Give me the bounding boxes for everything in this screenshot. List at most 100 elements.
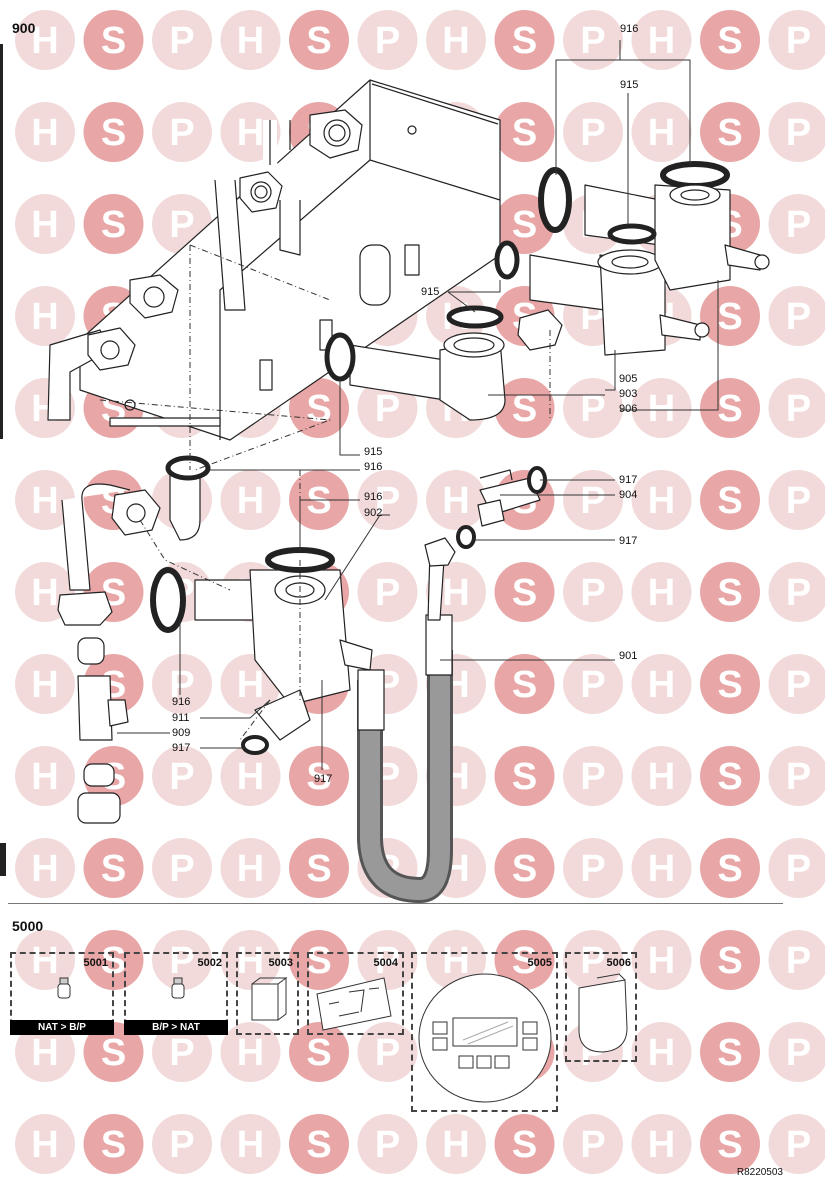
leader-lines	[117, 40, 719, 770]
watermark-circle	[631, 102, 692, 162]
watermark-circle	[357, 562, 418, 622]
callout-903: 903	[619, 388, 638, 400]
watermark-letter: H	[31, 572, 58, 614]
gas-conversion-jet-icon	[171, 977, 185, 999]
watermark-letter: S	[717, 1124, 742, 1166]
watermark-letter: H	[237, 480, 264, 522]
section-title-900: 900	[12, 20, 36, 36]
watermark-letter: H	[237, 20, 264, 62]
watermark-circle	[631, 470, 692, 530]
watermark-letter: P	[580, 1124, 605, 1166]
watermark-letter: H	[442, 572, 469, 614]
watermark-circle	[631, 930, 692, 990]
watermark-circle	[768, 286, 825, 346]
watermark-circle	[220, 746, 281, 806]
watermark-circle	[220, 10, 281, 70]
watermark-circle	[289, 746, 349, 806]
accessory-number: 5005	[527, 957, 552, 969]
watermark-letter: S	[512, 664, 537, 706]
watermark-letter: H	[237, 848, 264, 890]
watermark-circle	[83, 838, 144, 898]
watermark-letter: P	[786, 20, 811, 62]
watermark-circle	[152, 654, 212, 714]
watermark-circle	[152, 10, 212, 70]
watermark-letter: P	[169, 940, 194, 982]
accessory-5003: 5003	[236, 952, 299, 1035]
watermark-letter: P	[786, 388, 811, 430]
watermark-circle	[494, 930, 555, 990]
watermark-letter: P	[786, 756, 811, 798]
watermark-circle	[768, 194, 825, 254]
watermark-letter: S	[512, 1124, 537, 1166]
callout-905: 905	[619, 373, 638, 385]
section-title-5000: 5000	[12, 918, 44, 934]
callout-917: 917	[172, 742, 191, 754]
watermark-circle	[220, 1114, 281, 1174]
watermark-circle	[152, 1114, 212, 1174]
watermark-letter: S	[101, 1032, 126, 1074]
conversion-tag: NAT > B/P	[10, 1020, 114, 1035]
watermark-letter: S	[512, 572, 537, 614]
watermark-circle	[700, 102, 760, 162]
watermark-letter: P	[580, 756, 605, 798]
watermark-circle	[15, 10, 75, 70]
watermark-circle	[563, 470, 623, 530]
watermark-letter: H	[31, 1032, 58, 1074]
watermark-letter: S	[306, 940, 331, 982]
watermark-circle	[563, 378, 623, 438]
watermark-circle	[768, 1022, 825, 1082]
cover-panel-icon	[578, 973, 628, 1053]
watermark-circle	[700, 838, 760, 898]
watermark-circle	[563, 654, 623, 714]
flexible-hose	[357, 537, 456, 903]
accessory-5002: 5002 B/P > NAT	[124, 952, 228, 1035]
watermark-circle	[289, 838, 349, 898]
watermark-circle	[563, 1114, 623, 1174]
watermark-letter: S	[717, 848, 742, 890]
watermark-circle	[631, 1114, 692, 1174]
gas-conversion-jet-icon	[57, 977, 71, 999]
watermark-circle	[494, 102, 555, 162]
watermark-circle	[15, 930, 75, 990]
watermark-letter: H	[648, 112, 675, 154]
watermark-letter: H	[31, 940, 58, 982]
watermark-circle	[357, 1022, 418, 1082]
watermark-letter: P	[580, 664, 605, 706]
accessory-5006: 5006	[565, 952, 637, 1062]
watermark-circle	[152, 930, 212, 990]
watermark-circle	[83, 102, 144, 162]
watermark-circle	[83, 1022, 144, 1082]
watermark-letter: H	[237, 1124, 264, 1166]
watermark-circle	[15, 194, 75, 254]
accessory-5005: 5005	[411, 952, 558, 1112]
watermark-circle	[152, 1022, 212, 1082]
callout-917: 917	[619, 474, 638, 486]
watermark-circle	[426, 10, 486, 70]
watermark-letter: H	[31, 848, 58, 890]
watermark-letter: H	[648, 756, 675, 798]
watermark-letter: P	[786, 1032, 811, 1074]
watermark-circle	[700, 654, 760, 714]
watermark-circle	[700, 746, 760, 806]
watermark-circle	[768, 746, 825, 806]
watermark-circle	[700, 1114, 760, 1174]
central-valve	[150, 547, 373, 755]
accessory-number: 5001	[83, 957, 108, 969]
callout-911: 911	[172, 712, 190, 724]
watermark-letter: P	[375, 940, 400, 982]
watermark-letter: P	[375, 572, 400, 614]
watermark-circle	[768, 102, 825, 162]
callout-902: 902	[364, 507, 383, 519]
accessory-number: 5004	[373, 957, 398, 969]
watermark-circle	[563, 746, 623, 806]
watermark-letter: S	[306, 848, 331, 890]
watermark-circle	[700, 470, 760, 530]
section-divider	[8, 903, 783, 904]
watermark-letter: S	[717, 1032, 742, 1074]
wiring-board-icon	[316, 977, 392, 1031]
watermark-letter: P	[375, 388, 400, 430]
watermark-circle	[768, 10, 825, 70]
watermark-circle	[494, 654, 555, 714]
watermark-letter: S	[101, 204, 126, 246]
watermark-letter: P	[786, 296, 811, 338]
